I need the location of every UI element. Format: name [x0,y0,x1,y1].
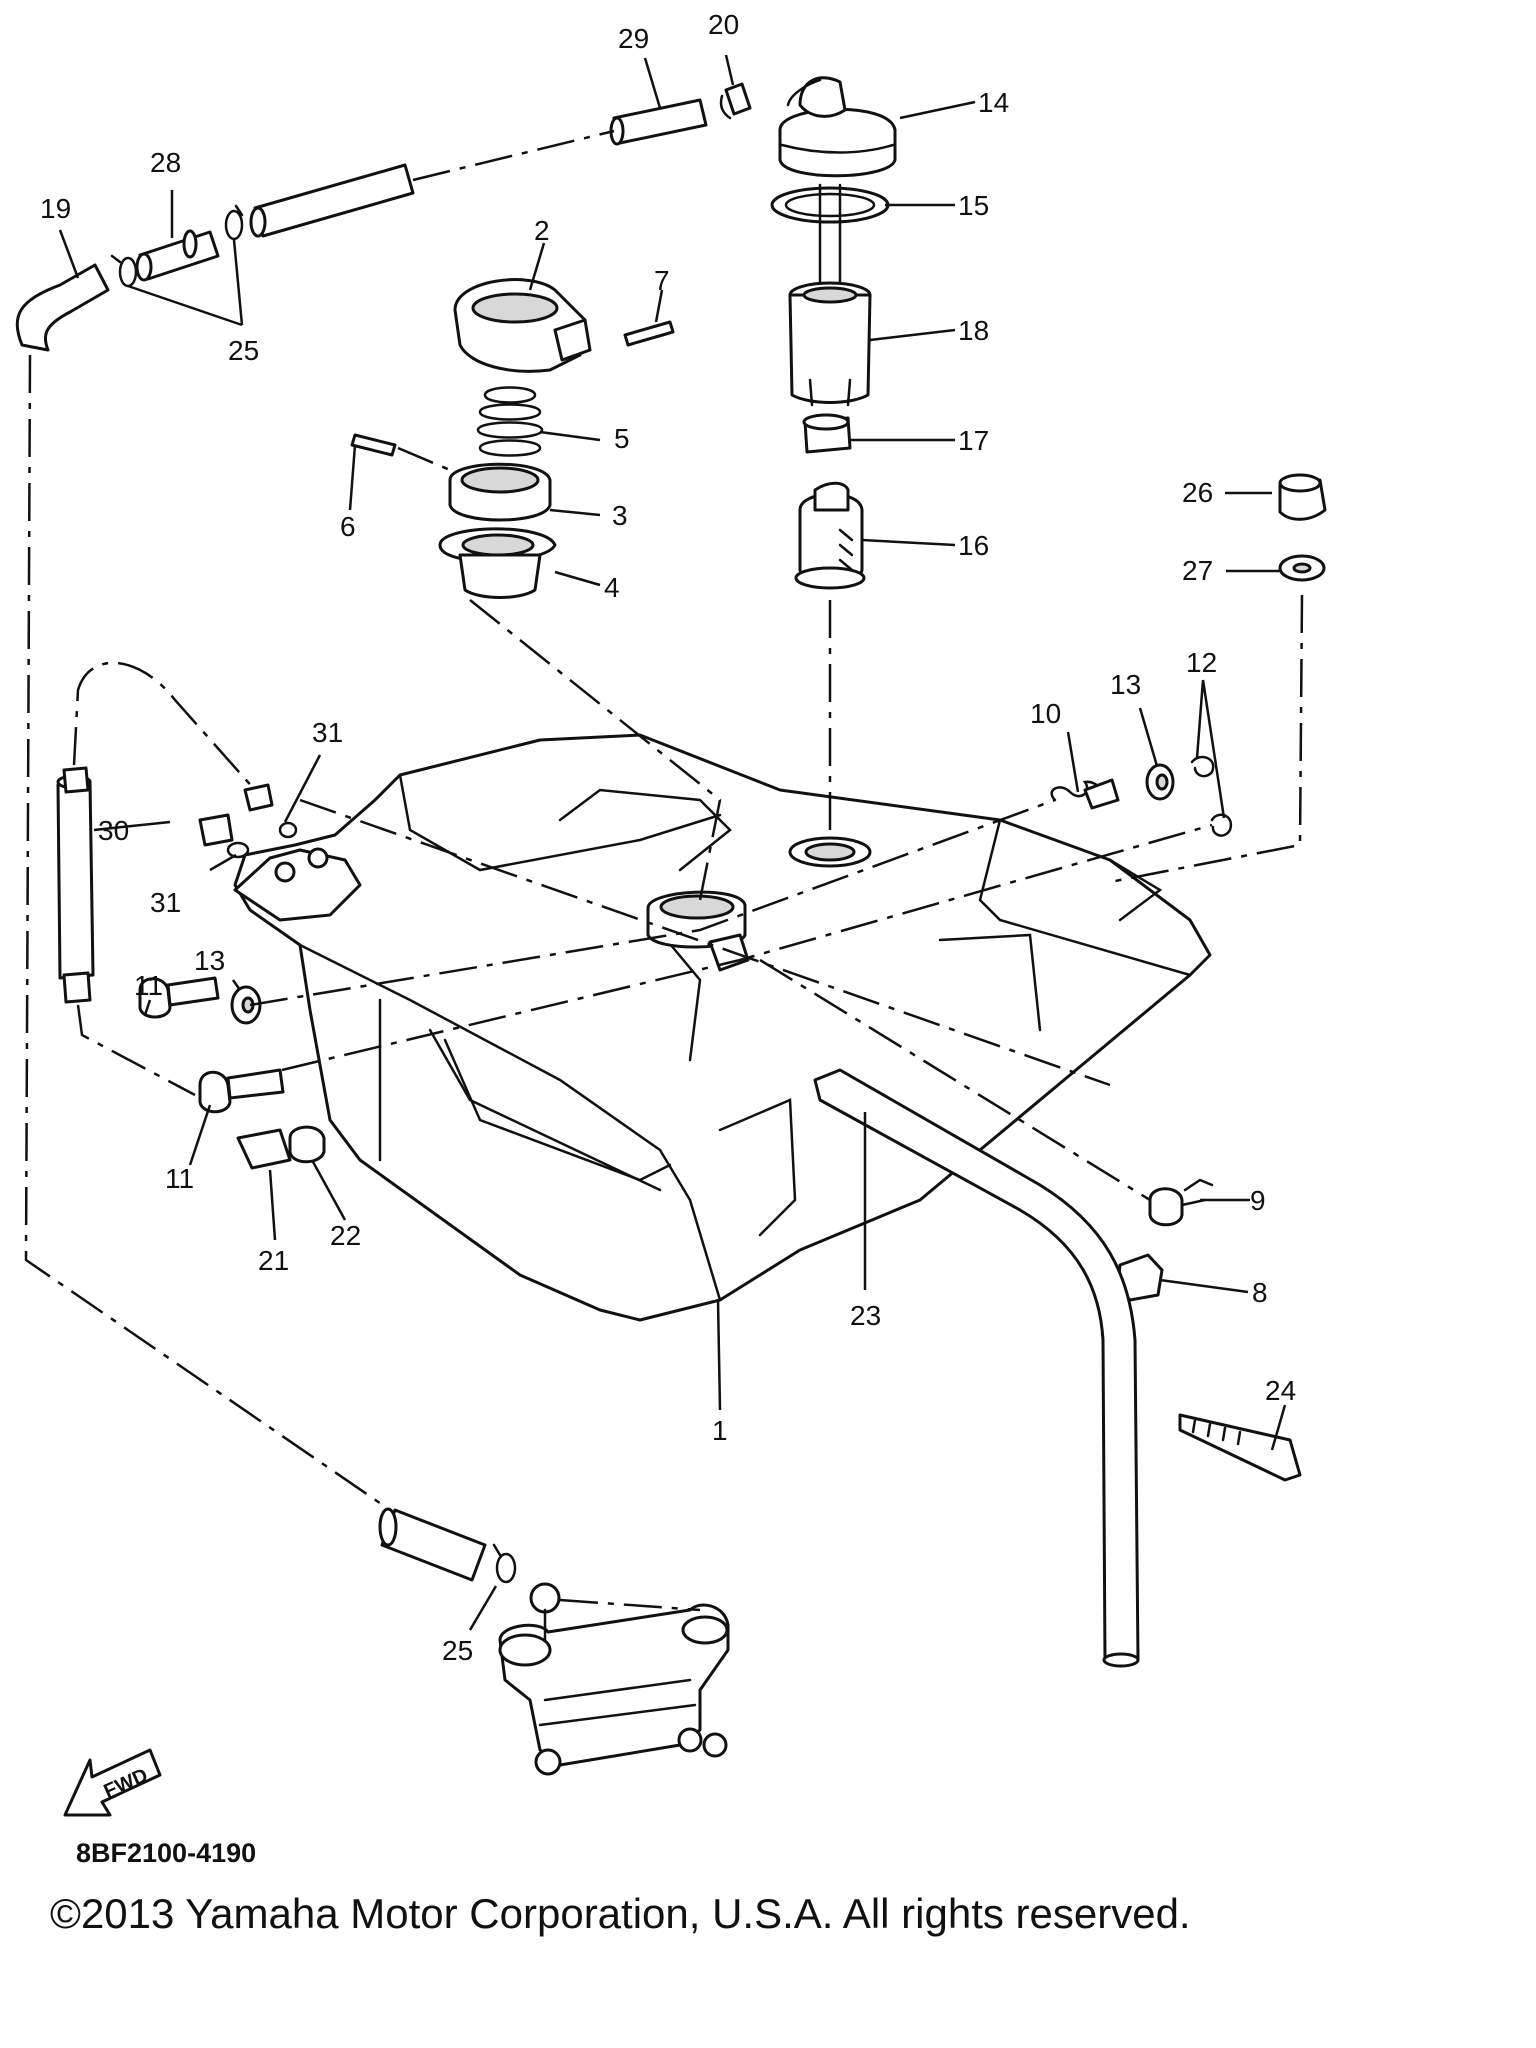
callout-12: 12 [1186,647,1217,678]
cap-14[interactable] [778,76,897,178]
clip-25-lower[interactable] [492,1543,517,1584]
cover-2[interactable] [453,278,592,373]
clip-22[interactable] [288,1125,326,1164]
clip-25-upper[interactable] [110,204,244,288]
callout-28: 28 [150,147,181,178]
hose-lower[interactable] [378,1507,487,1582]
nut-26[interactable] [1278,473,1327,521]
copyright-notice: ©2013 Yamaha Motor Corporation, U.S.A. A… [50,1890,1191,1937]
callout-9: 9 [1250,1185,1266,1216]
callout-3: 3 [612,500,628,531]
callout-27: 27 [1182,555,1213,586]
joint-28[interactable] [135,229,220,282]
clamp-9[interactable] [1148,1178,1214,1227]
callout-16: 16 [958,530,989,561]
callout-17: 17 [958,425,989,456]
callout-11-lower: 11 [165,1163,194,1194]
grommet-13-left[interactable] [230,985,262,1025]
callout-1: 1 [712,1415,728,1446]
callout-18: 18 [958,315,989,346]
spring-10[interactable] [1050,778,1120,810]
gasket-3[interactable] [448,462,552,522]
clip-12[interactable] [1190,755,1233,837]
callout-7: 7 [654,265,670,296]
callout-11-upper: 11 [134,970,163,1001]
diagram-code: 8BF2100-4190 [76,1838,257,1868]
callout-22: 22 [330,1220,361,1251]
hose-19[interactable] [15,263,110,352]
callout-25-lower: 25 [442,1635,473,1666]
collar-4[interactable] [438,527,557,599]
spring-5[interactable] [476,386,544,457]
callout-20: 20 [708,9,739,40]
grommet-13-right[interactable] [1145,763,1175,801]
callout-24: 24 [1265,1375,1296,1406]
callout-10: 10 [1030,698,1061,729]
callout-5: 5 [614,423,630,454]
hose-upper[interactable] [249,163,415,238]
callout-14: 14 [978,87,1009,118]
seal-15[interactable] [770,183,890,287]
bolt-11-upper[interactable] [138,976,220,1019]
callout-26: 26 [1182,477,1213,508]
pin-6[interactable] [350,433,397,457]
cap-21[interactable] [236,1128,292,1170]
callout-19: 19 [40,193,71,224]
callout-labels: 1 2 3 4 5 6 7 8 9 10 11 11 12 13 13 14 1… [40,9,1296,1666]
bolt-11-lower[interactable] [198,1068,285,1114]
clamp-17[interactable] [802,413,852,454]
band-24[interactable] [1178,1413,1302,1482]
callout-2: 2 [534,215,550,246]
filter-18[interactable] [788,281,872,407]
assembly-lines [24,129,1304,1612]
leader-lines [58,54,1287,1631]
callout-15: 15 [958,190,989,221]
callout-25-upper: 25 [228,335,259,366]
hose-29[interactable] [609,98,708,146]
callout-21: 21 [258,1245,289,1276]
fuel-tank[interactable] [233,733,1212,1322]
callout-13-right: 13 [1110,669,1141,700]
fwd-arrow-icon: FWD [63,1748,162,1817]
washer-27[interactable] [1278,554,1326,582]
callout-31-upper: 31 [312,717,343,748]
callout-30: 30 [98,815,129,846]
callout-31-lower: 31 [150,887,181,918]
callout-29: 29 [618,23,649,54]
callout-23: 23 [850,1300,881,1331]
callout-13-left: 13 [194,945,225,976]
clip-20[interactable] [719,82,752,120]
callout-6: 6 [340,511,356,542]
pump-16[interactable] [794,481,866,590]
hose-23[interactable] [813,1068,1140,1668]
callout-4: 4 [604,572,620,603]
clamp-31[interactable] [198,783,298,859]
fuel-pump[interactable] [498,1582,730,1776]
pin-7[interactable] [623,320,675,347]
hose-30[interactable] [56,766,95,1004]
callout-8: 8 [1252,1277,1268,1308]
